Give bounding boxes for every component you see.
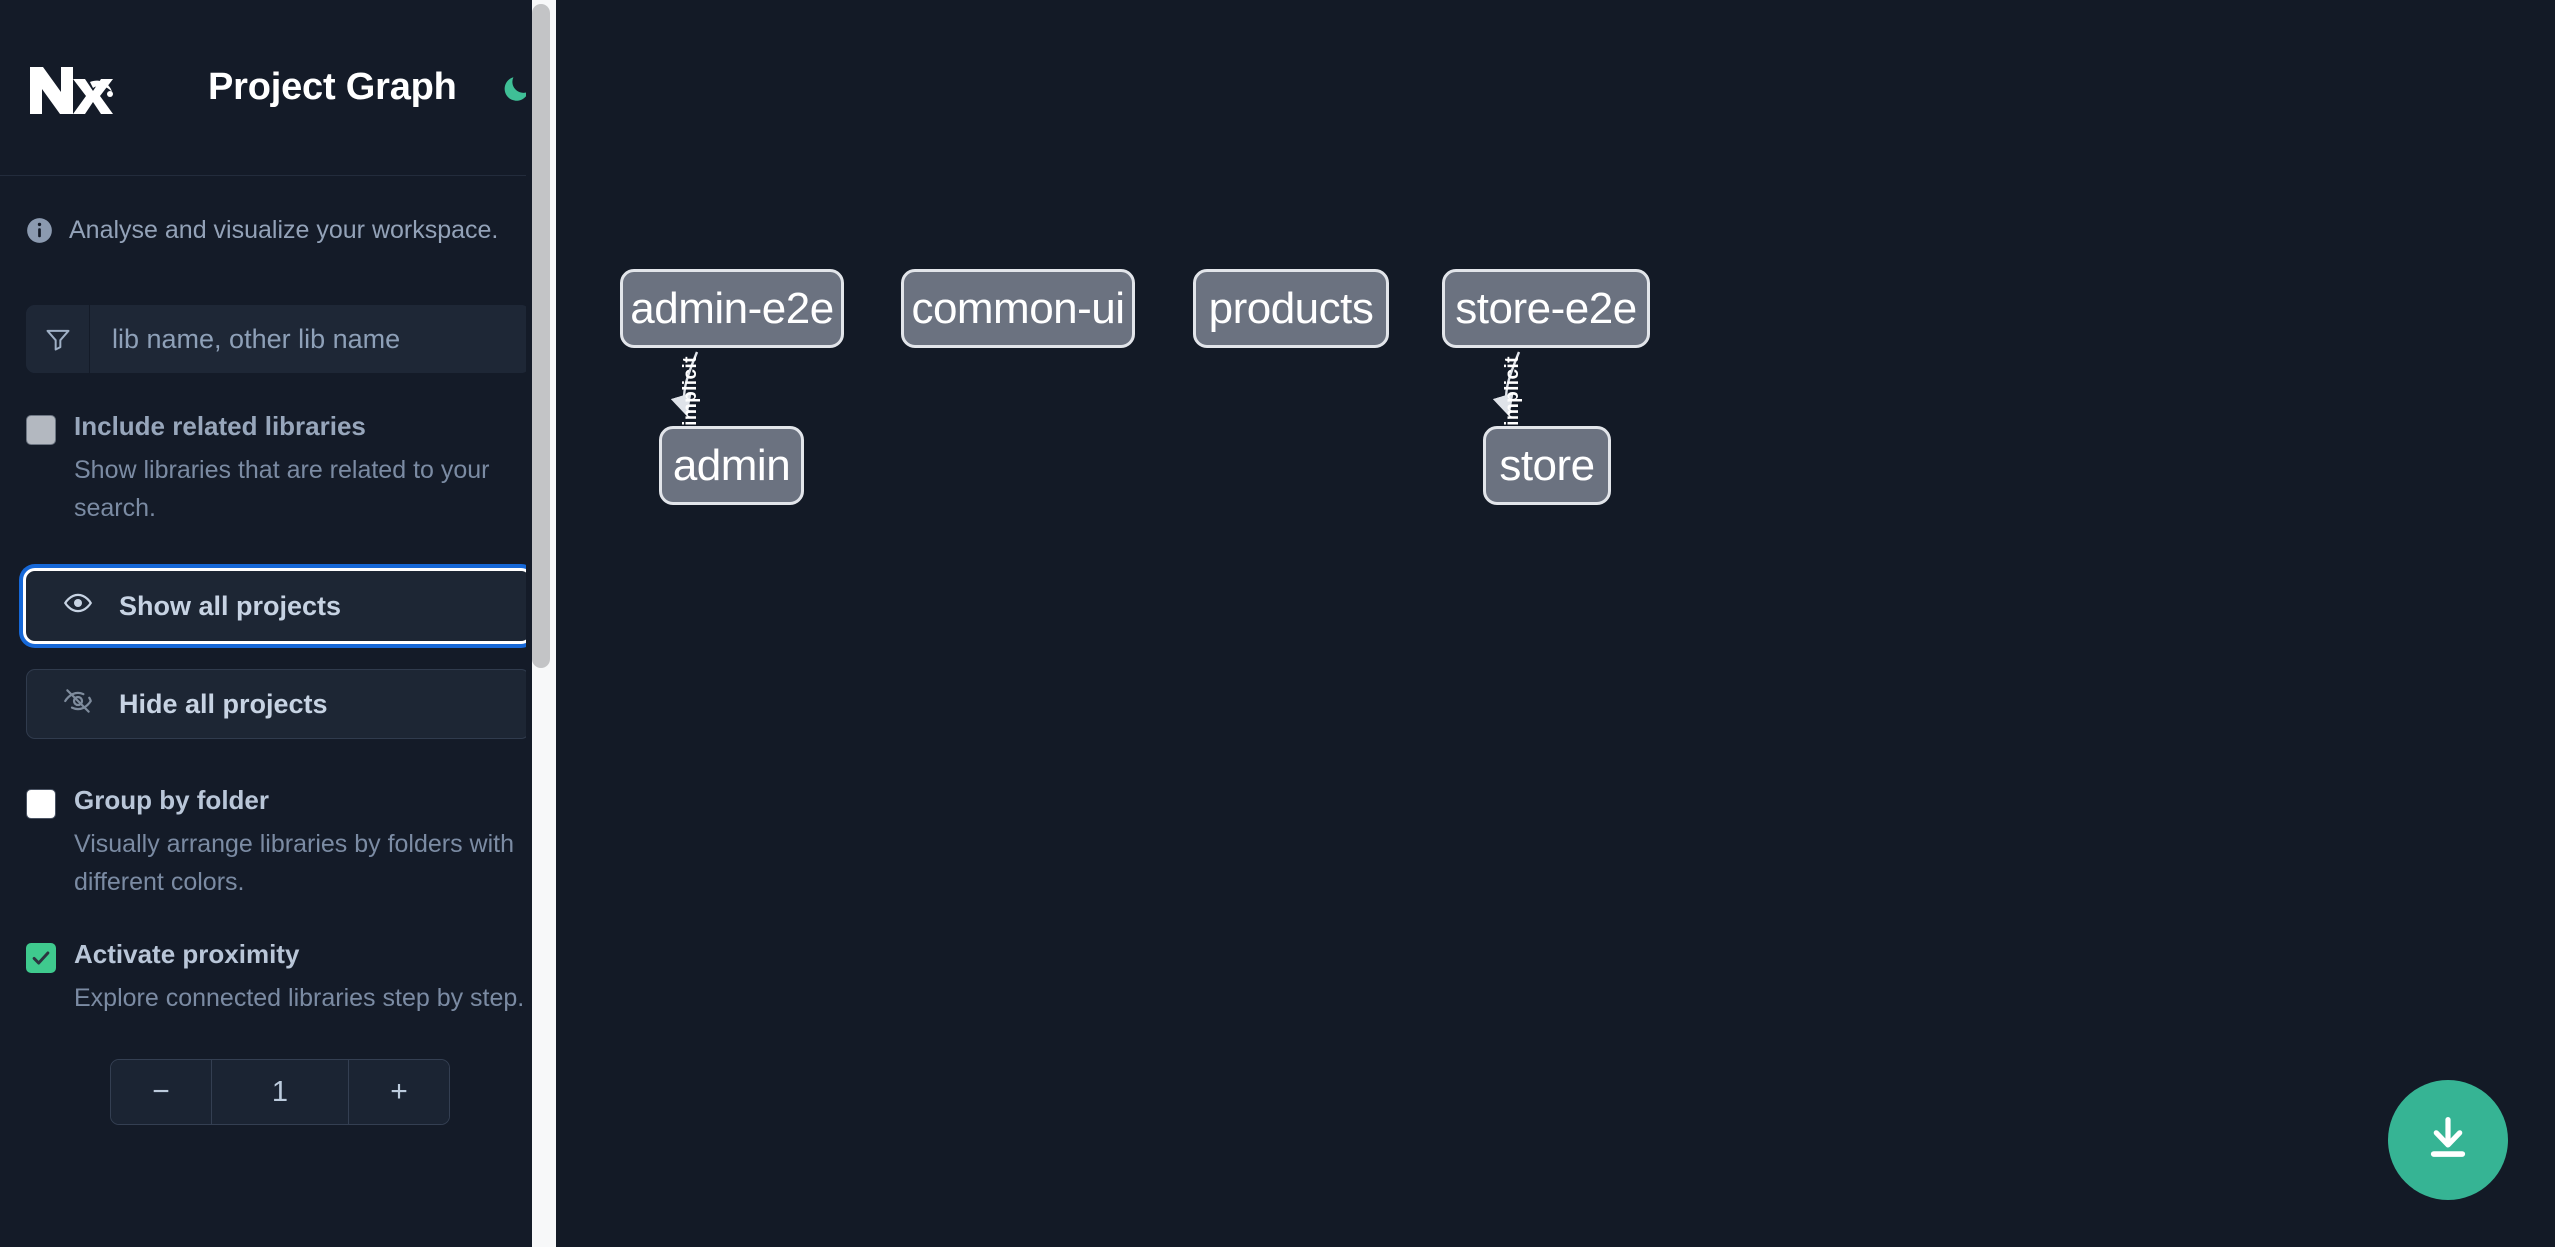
hide-all-projects-button[interactable]: Hide all projects xyxy=(26,669,530,739)
option-activate-proximity: Activate proximity Explore connected lib… xyxy=(0,939,556,1017)
sidebar-scrollbar[interactable] xyxy=(526,0,556,1247)
edge-store-e2e-to-store xyxy=(1492,351,1521,417)
include-related-libraries-description: Show libraries that are related to your … xyxy=(74,456,490,522)
edge-label-store-implicit: implicit xyxy=(1501,356,1523,426)
sidebar: Project Graph Analyse and visualize your… xyxy=(0,0,556,1247)
activate-proximity-checkbox[interactable] xyxy=(26,943,56,973)
show-all-projects-button[interactable]: Show all projects xyxy=(26,571,530,641)
graph-node-products[interactable]: products xyxy=(1193,269,1389,348)
page-title: Project Graph xyxy=(208,66,457,108)
graph-node-admin[interactable]: admin xyxy=(659,426,804,505)
graph-node-label: products xyxy=(1208,283,1374,333)
graph-node-store-e2e[interactable]: store-e2e xyxy=(1442,269,1650,348)
eye-off-icon xyxy=(63,686,93,723)
eye-icon xyxy=(63,588,93,625)
graph-node-label: admin-e2e xyxy=(630,283,834,333)
proximity-stepper: − 1 + xyxy=(110,1059,450,1125)
download-icon xyxy=(2422,1112,2474,1169)
graph-node-label: admin xyxy=(672,440,791,490)
group-by-folder-checkbox[interactable] xyxy=(26,789,56,819)
nx-logo-icon xyxy=(26,58,122,118)
edge-label-admin-implicit: implicit xyxy=(679,356,701,426)
filter-bar xyxy=(26,305,530,373)
proximity-increment-button[interactable]: + xyxy=(348,1060,449,1124)
activate-proximity-label: Activate proximity xyxy=(74,939,300,969)
project-visibility-buttons: Show all projects Hide all projects xyxy=(0,571,556,739)
hide-all-projects-label: Hide all projects xyxy=(119,688,328,719)
info-icon xyxy=(26,217,53,244)
sidebar-scrollbar-thumb[interactable] xyxy=(532,4,550,668)
workspace-info: Analyse and visualize your workspace. xyxy=(0,176,556,245)
proximity-value[interactable]: 1 xyxy=(212,1060,348,1124)
include-related-libraries-checkbox[interactable] xyxy=(26,415,56,445)
graph-node-store[interactable]: store xyxy=(1483,426,1611,505)
group-by-folder-description: Visually arrange libraries by folders wi… xyxy=(74,830,515,896)
option-group-by-folder: Group by folder Visually arrange librari… xyxy=(0,785,556,901)
graph-node-common-ui[interactable]: common-ui xyxy=(901,269,1135,348)
include-related-libraries-label: Include related libraries xyxy=(74,411,366,441)
brand-header: Project Graph xyxy=(0,0,556,176)
show-all-projects-label: Show all projects xyxy=(119,590,342,621)
sidebar-scrollbar-edge xyxy=(526,0,532,1247)
option-include-related-libraries: Include related libraries Show libraries… xyxy=(0,411,556,527)
edge-admin-e2e-to-admin xyxy=(670,351,699,417)
graph-node-admin-e2e[interactable]: admin-e2e xyxy=(620,269,844,348)
download-graph-button[interactable] xyxy=(2388,1080,2508,1200)
moon-icon[interactable] xyxy=(495,66,539,110)
search-input[interactable] xyxy=(90,305,530,373)
graph-node-label: store-e2e xyxy=(1455,283,1637,333)
group-by-folder-label: Group by folder xyxy=(74,785,269,815)
filter-funnel-icon[interactable] xyxy=(26,305,90,373)
graph-edges xyxy=(670,351,1521,417)
graph-canvas[interactable]: admin-e2e common-ui products store-e2e a… xyxy=(556,0,2555,1247)
graph-node-label: store xyxy=(1499,440,1595,490)
proximity-decrement-button[interactable]: − xyxy=(111,1060,212,1124)
workspace-info-text: Analyse and visualize your workspace. xyxy=(69,216,499,244)
activate-proximity-description: Explore connected libraries step by step… xyxy=(74,984,525,1012)
graph-node-label: common-ui xyxy=(911,283,1125,333)
